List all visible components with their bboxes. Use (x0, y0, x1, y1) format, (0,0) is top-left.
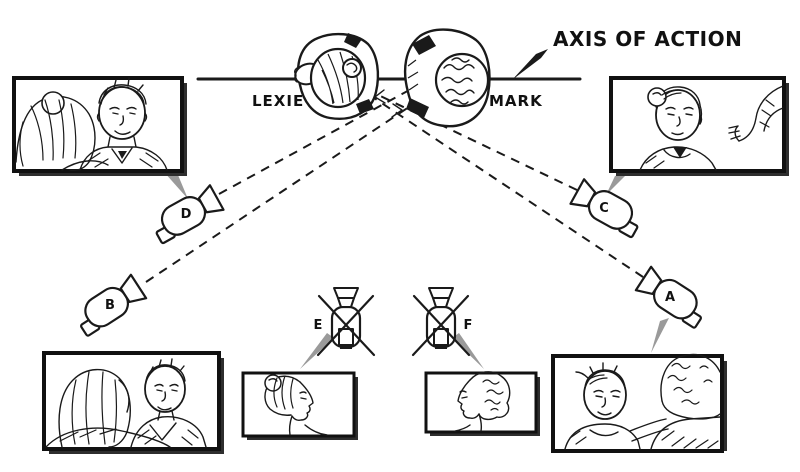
camera-a-label: A (665, 290, 675, 305)
frame-bottom-left-camera-b-view (42, 351, 224, 454)
subject-label-mark: MARK (489, 92, 543, 110)
frame-tl-illustration (15, 77, 168, 171)
mark-shoulder-patch-bottom (406, 98, 429, 118)
overhead-figure-lexie (294, 32, 380, 120)
camera-f-label: F (464, 318, 473, 333)
callout-camera-e-to-frame-e (300, 333, 334, 369)
frame-f-illustration (454, 371, 511, 432)
overhead-figure-mark (403, 28, 491, 128)
camera-e-crossed-out: E (314, 287, 376, 357)
frame-top-right-camera-c-view (609, 76, 789, 176)
callout-camera-f-to-frame-f (452, 333, 484, 369)
frame-e-illustration (264, 374, 328, 436)
frame-bottom-center-left-camera-e-view (241, 371, 358, 440)
diagram-title: AXIS OF ACTION (553, 27, 742, 51)
camera-f-x-mark (411, 294, 471, 357)
frame-bl-illustration (45, 358, 207, 448)
frame-tr-illustration (639, 85, 784, 171)
subject-label-lexie: LEXIE (252, 92, 304, 110)
camera-d-label: D (181, 207, 192, 222)
sight-line-camera-d (218, 87, 414, 195)
camera-b-label: B (105, 298, 115, 313)
callout-frame-tl-to-camera-d (164, 172, 188, 199)
frame-br-illustration (564, 353, 721, 450)
frame-top-left-camera-d-view (12, 76, 187, 176)
camera-b: B (80, 273, 148, 337)
camera-a: A (634, 265, 702, 329)
callout-camera-a-to-frame-br (651, 318, 669, 353)
sight-arrow-b (391, 103, 403, 118)
camera-e-label: E (314, 318, 323, 333)
lexie-hair-bun (342, 58, 362, 78)
lexie-shoulder-patch-top (344, 33, 362, 48)
camera-e-x-mark (316, 294, 376, 357)
camera-d: D (155, 184, 225, 245)
lexie-shoulder-patch-bottom (356, 99, 374, 114)
frame-bottom-right-camera-a-view (551, 353, 727, 453)
camera-c: C (569, 178, 639, 239)
camera-f-crossed-out: F (411, 287, 473, 357)
title-pointer-swoosh (512, 49, 548, 80)
callout-frame-tr-to-camera-c (606, 173, 628, 195)
camera-c-label: C (599, 201, 609, 216)
sight-line-camera-b (145, 102, 416, 283)
frame-bottom-center-right-camera-f-view (424, 371, 540, 436)
sight-line-camera-c (371, 91, 578, 191)
sight-line-camera-a (361, 89, 644, 278)
mark-shoulder-patch-top (412, 35, 436, 55)
